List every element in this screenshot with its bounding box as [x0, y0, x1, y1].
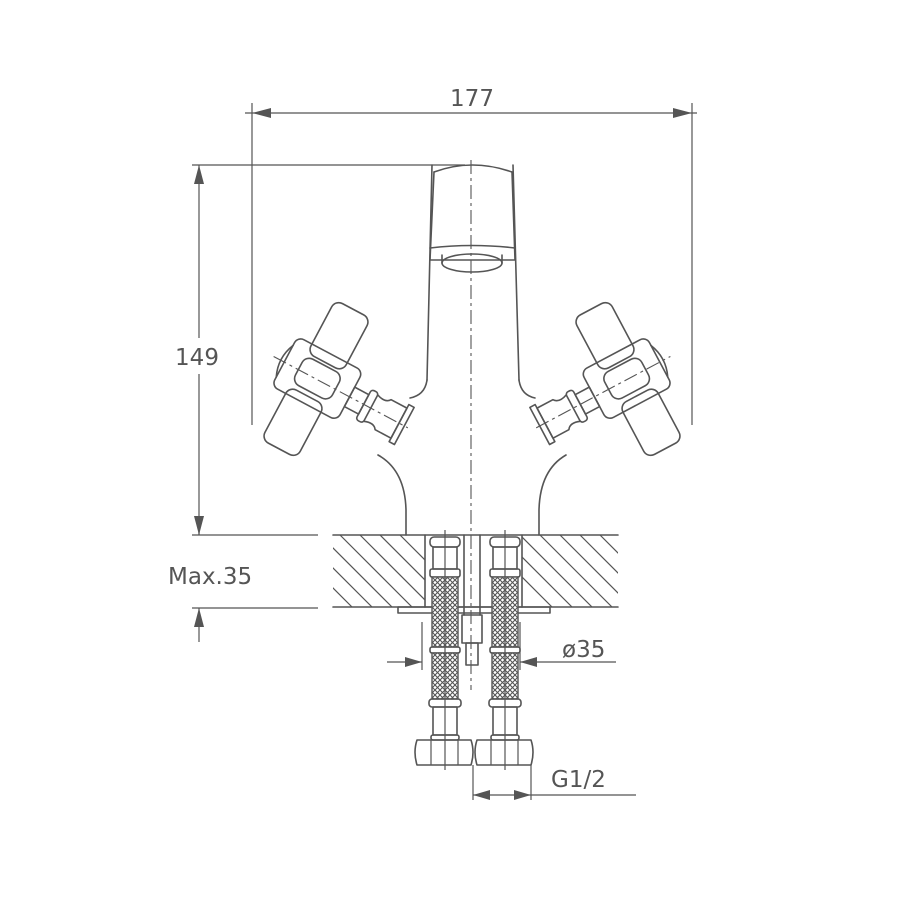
- left-handle: [263, 301, 415, 457]
- right-handle: [529, 301, 681, 457]
- faucet-body: [377, 164, 567, 536]
- width-dimension-label: 177: [450, 86, 494, 112]
- countertop-section: [332, 534, 619, 614]
- mounting-stud: [461, 534, 483, 666]
- height-dimension: 149: [168, 164, 465, 536]
- thread-label: G1/2: [551, 767, 606, 793]
- hole-diameter-label: ø35: [562, 637, 605, 663]
- width-dimension: 177: [245, 86, 697, 425]
- height-dimension-label: 149: [175, 345, 219, 371]
- countertop-thickness-label: Max.35: [168, 564, 252, 590]
- right-supply-hose: [474, 530, 534, 770]
- left-supply-hose: [414, 530, 474, 770]
- hole-diameter-dimension: ø35: [387, 622, 616, 670]
- thread-dimension: G1/2: [472, 765, 636, 800]
- countertop-thickness-dimension: Max.35: [168, 520, 318, 642]
